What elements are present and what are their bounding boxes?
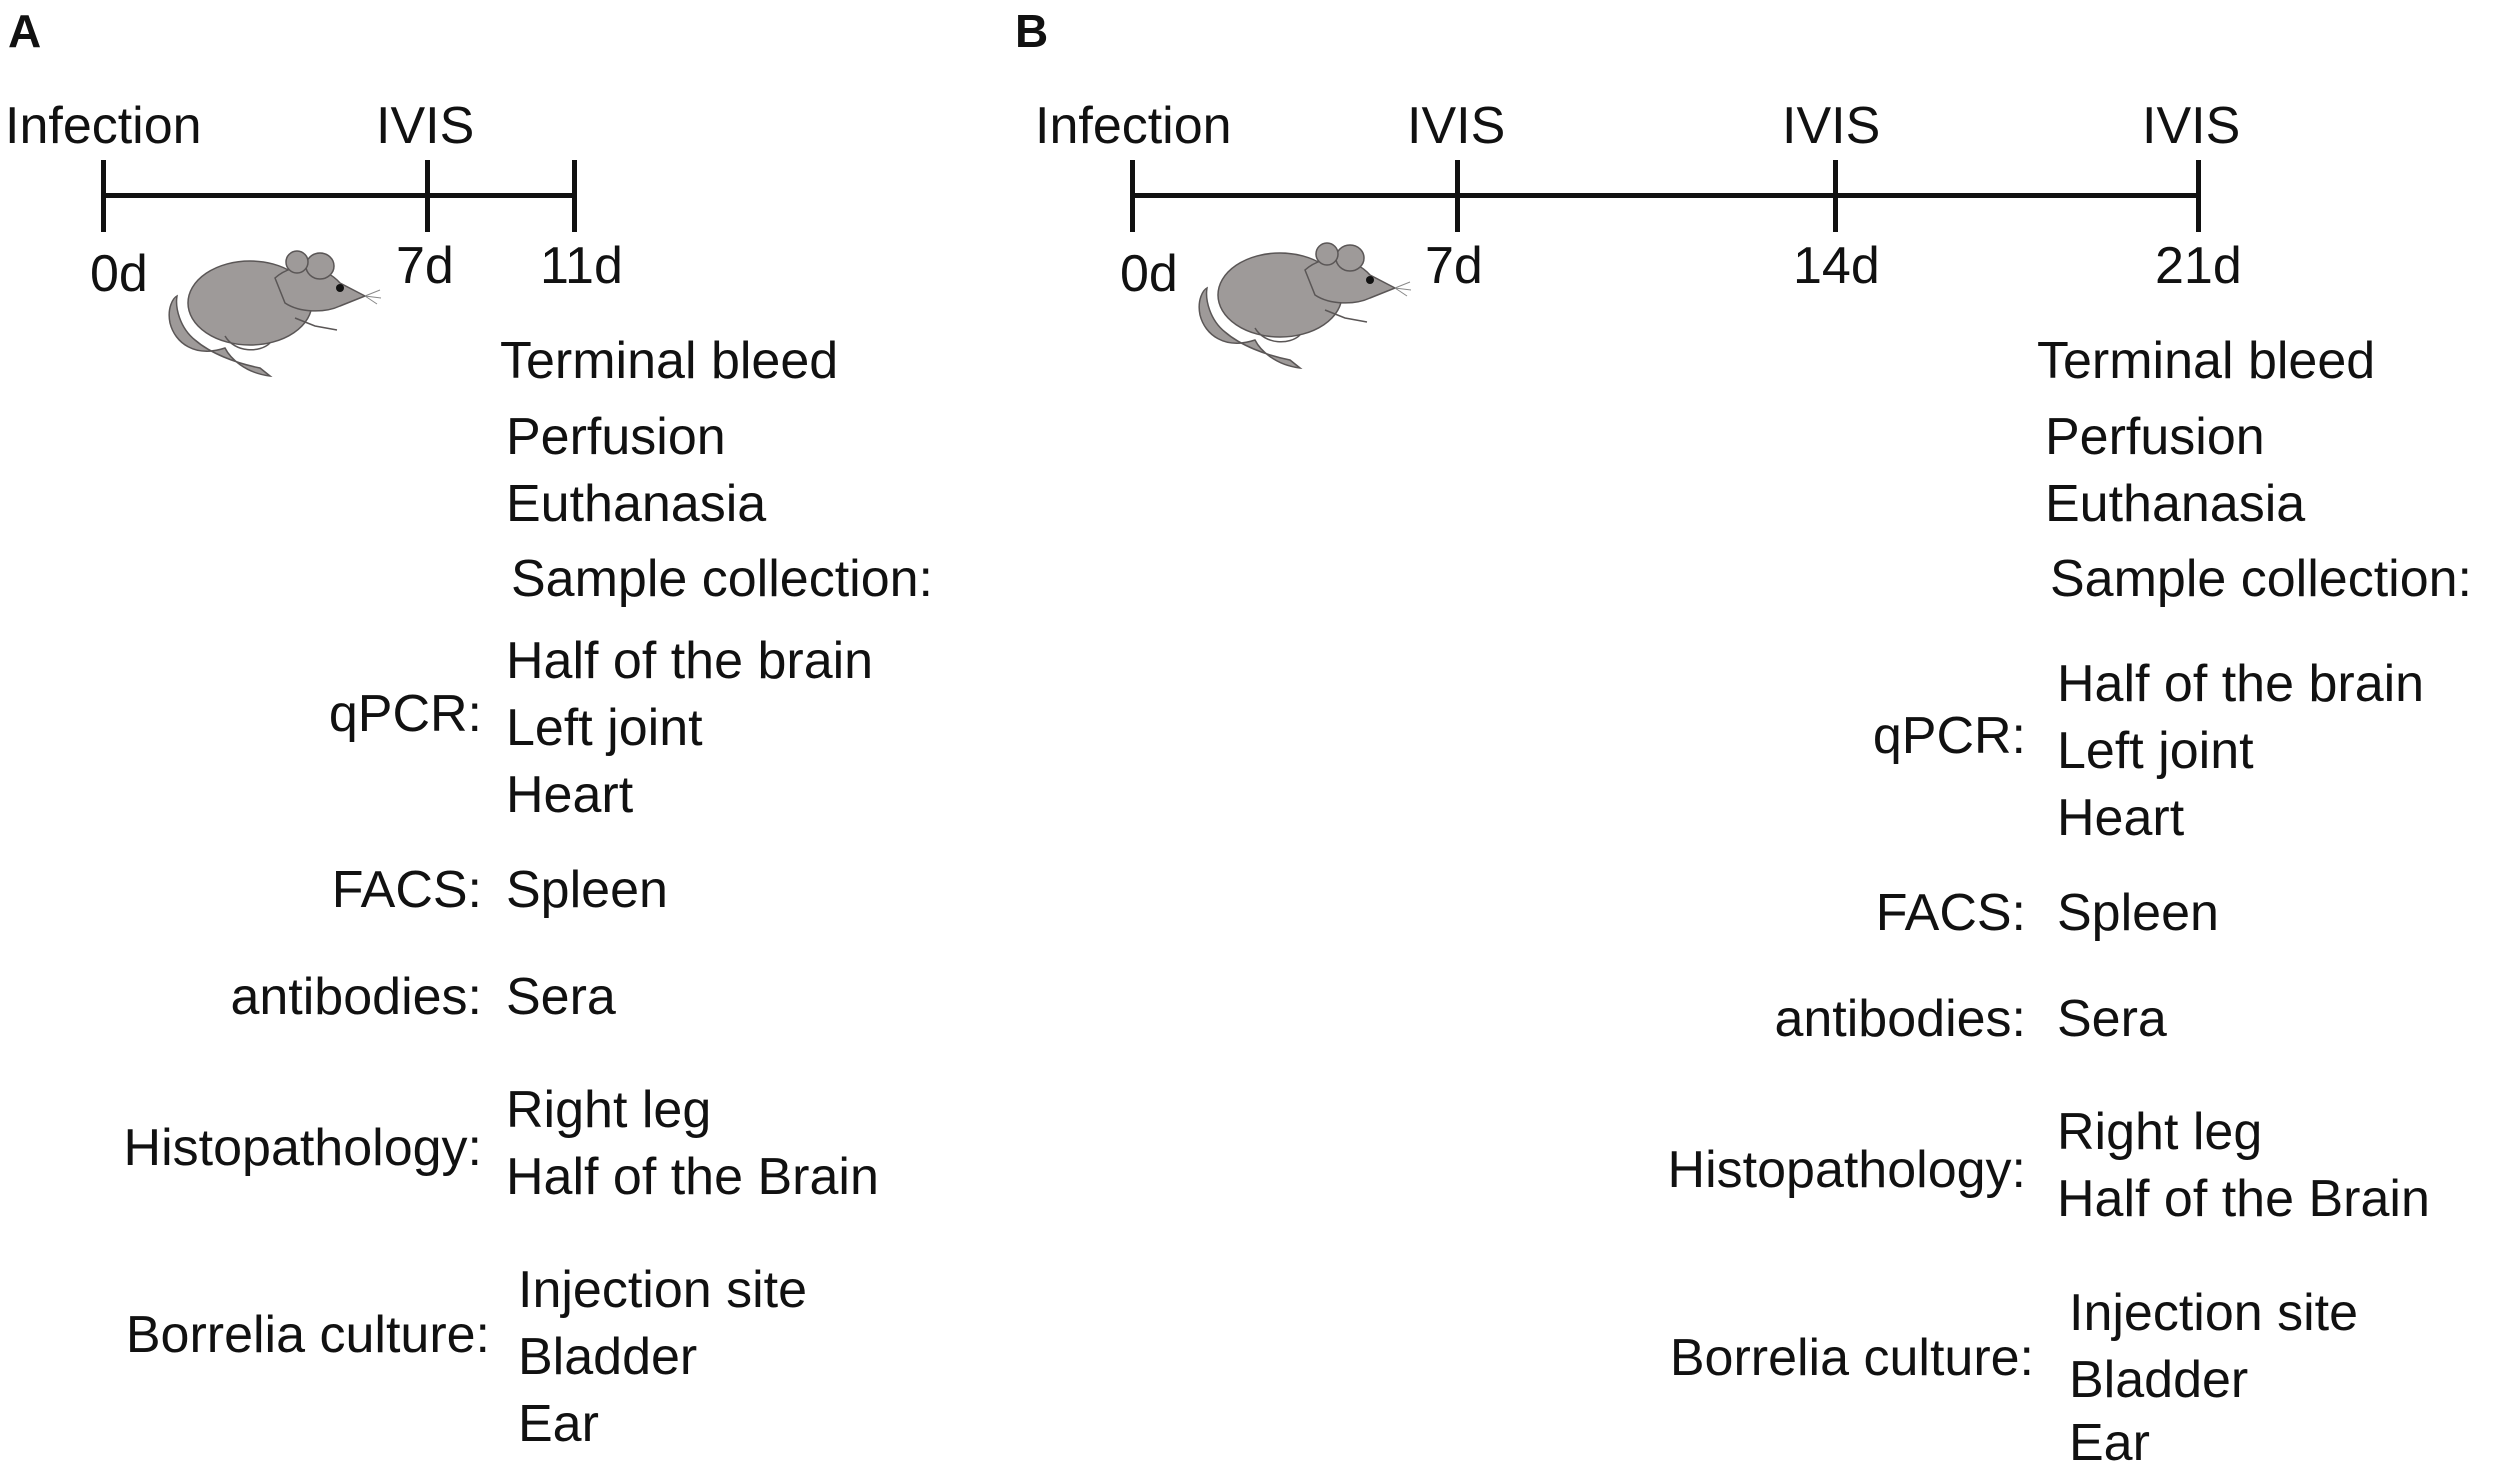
timeline-axis — [1131, 193, 2201, 198]
mouse-icon — [168, 250, 382, 378]
sample-item: Half of the Brain — [2057, 1170, 2430, 1228]
sample-item: Sera — [506, 968, 616, 1026]
sample-item: Right leg — [2057, 1103, 2263, 1161]
event-ivis: IVIS — [2142, 97, 2241, 155]
sample-item: Half of the Brain — [506, 1148, 879, 1206]
event-infection: Infection — [5, 97, 202, 155]
sample-item: Bladder — [518, 1328, 698, 1386]
sample-item: Sera — [2057, 990, 2167, 1048]
sample-item: Ear — [2069, 1414, 2150, 1472]
panel-label: B — [1015, 5, 1049, 57]
timeline-axis — [102, 193, 577, 198]
sample-label-borrelia-culture: Borrelia culture: — [1669, 1329, 2034, 1387]
sample-label-borrelia-culture: Borrelia culture: — [125, 1306, 490, 1364]
sample-item: Heart — [506, 766, 634, 824]
sample-item: Injection site — [518, 1261, 808, 1319]
sample-item: Left joint — [2057, 722, 2254, 780]
sample-item: Right leg — [506, 1081, 712, 1139]
sample-item: Spleen — [2057, 884, 2219, 942]
panel-label: A — [8, 5, 42, 57]
terminal-bleed: Terminal bleed — [2037, 332, 2376, 390]
sample-item: Half of the brain — [2057, 655, 2425, 713]
sample-collection: Sample collection: — [511, 550, 933, 608]
day-label: 21d — [2155, 237, 2242, 295]
tick-11d — [572, 160, 577, 232]
day-label: 11d — [540, 237, 623, 295]
euthanasia: Euthanasia — [2045, 475, 2306, 533]
sample-label-qpcr: qPCR: — [328, 685, 482, 743]
event-ivis: IVIS — [1407, 97, 1506, 155]
tick-0d — [1130, 160, 1135, 232]
sample-label-antibodies: antibodies: — [230, 968, 482, 1026]
event-ivis: IVIS — [376, 97, 475, 155]
event-ivis: IVIS — [1782, 97, 1881, 155]
sample-label-qpcr: qPCR: — [1872, 707, 2026, 765]
tick-7d — [425, 160, 430, 232]
euthanasia: Euthanasia — [506, 475, 767, 533]
perfusion: Perfusion — [506, 408, 726, 466]
sample-item: Heart — [2057, 789, 2185, 847]
tick-0d — [101, 160, 106, 232]
sample-item: Left joint — [506, 699, 703, 757]
panel-b: B Infection IVIS IVIS IVIS 0d 7d 14d 21d… — [1000, 0, 2500, 1469]
mouse-icon — [1198, 242, 1412, 370]
sample-label-facs: FACS: — [331, 861, 482, 919]
sample-label-histopathology: Histopathology: — [1667, 1141, 2026, 1199]
tick-7d — [1455, 160, 1460, 232]
sample-label-histopathology: Histopathology: — [123, 1119, 482, 1177]
sample-item: Injection site — [2069, 1284, 2359, 1342]
tick-14d — [1833, 160, 1838, 232]
sample-item: Bladder — [2069, 1351, 2249, 1409]
sample-item: Half of the brain — [506, 632, 874, 690]
sample-label-facs: FACS: — [1875, 884, 2026, 942]
sample-label-antibodies: antibodies: — [1774, 990, 2026, 1048]
event-infection: Infection — [1035, 97, 1232, 155]
day-label: 7d — [1425, 237, 1483, 295]
sample-item: Ear — [518, 1395, 599, 1453]
day-label: 7d — [396, 237, 454, 295]
day-label: 0d — [90, 245, 148, 303]
perfusion: Perfusion — [2045, 408, 2265, 466]
sample-collection: Sample collection: — [2050, 550, 2472, 608]
sample-item: Spleen — [506, 861, 668, 919]
day-label: 0d — [1120, 245, 1178, 303]
tick-21d — [2196, 160, 2201, 232]
day-label: 14d — [1793, 237, 1880, 295]
terminal-bleed: Terminal bleed — [500, 332, 839, 390]
panel-a: A Infection IVIS 0d 7d 11d Terminal blee… — [0, 0, 1000, 1469]
